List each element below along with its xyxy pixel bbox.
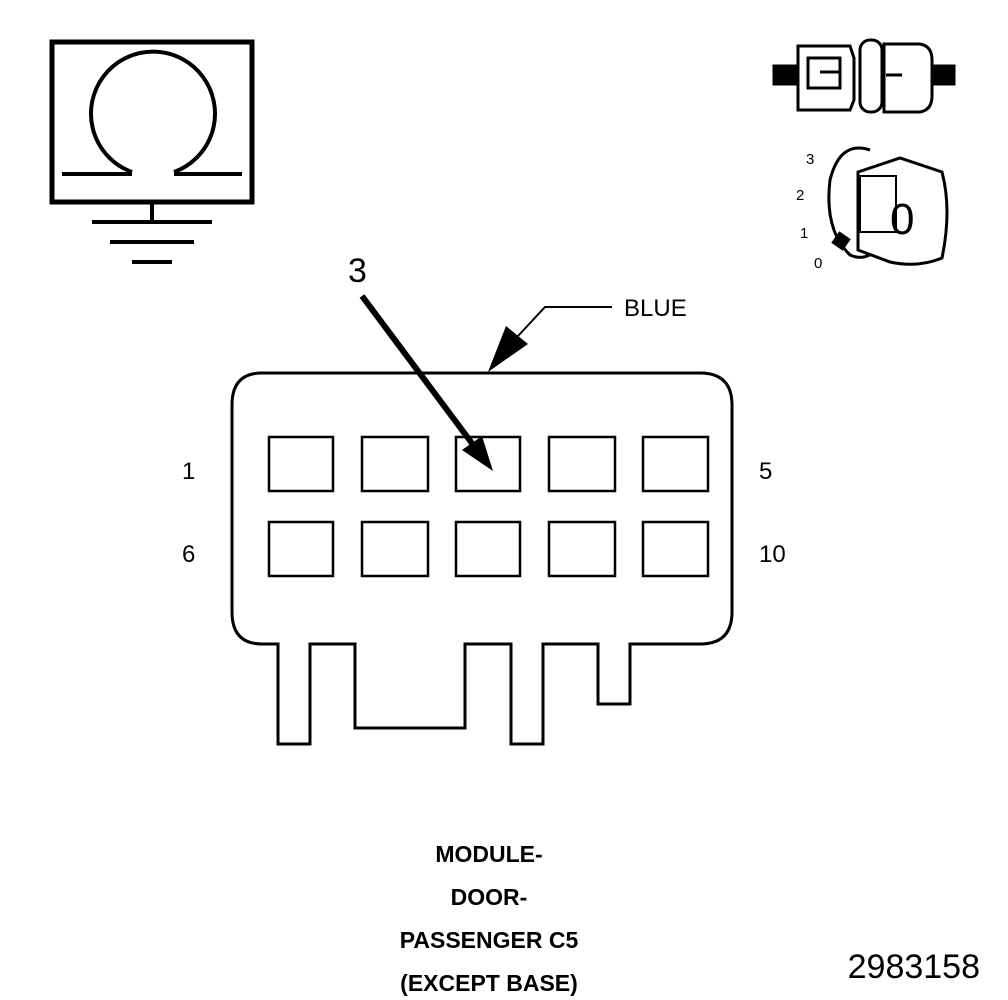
cavity-9 — [547, 520, 617, 578]
caption-line-3: PASSENGER C5 — [400, 927, 579, 953]
pin-label-1: 1 — [182, 458, 195, 485]
caption-line-2: DOOR- — [451, 884, 528, 910]
cavity-10 — [641, 520, 710, 578]
connector-color-label: BLUE — [624, 295, 687, 322]
pin-label-6: 6 — [182, 541, 195, 568]
cavity-5 — [641, 435, 710, 493]
color-leader-arrow — [488, 306, 612, 372]
connector-caption: MODULE- DOOR- PASSENGER C5 (EXCEPT BASE) — [400, 841, 579, 996]
ohmmeter-ground-icon — [49, 39, 255, 264]
cavity-7 — [360, 520, 430, 578]
key-selected-position: 0 — [890, 195, 914, 244]
pin-label-5: 5 — [759, 458, 772, 485]
cavity-4 — [547, 435, 617, 493]
cavity-2 — [360, 435, 430, 493]
cavity-6 — [267, 520, 335, 578]
pin-label-10: 10 — [759, 541, 786, 568]
key-position-2: 2 — [796, 187, 804, 204]
callout-number: 3 — [348, 252, 367, 290]
key-position-3: 3 — [806, 151, 814, 168]
figure-number: 2983158 — [848, 948, 980, 986]
key-position-1: 1 — [800, 225, 808, 242]
caption-line-4: (EXCEPT BASE) — [400, 970, 578, 996]
key-position-0: 0 — [814, 255, 822, 272]
cavity-row-bottom — [267, 520, 710, 578]
ignition-key-off-icon: 3 2 1 0 0 — [796, 146, 949, 272]
cavity-row-top — [267, 435, 710, 493]
cavity-1 — [267, 435, 335, 493]
caption-line-1: MODULE- — [435, 841, 542, 867]
disconnected-connector-icon — [772, 38, 956, 114]
cavity-8 — [454, 520, 522, 578]
callout-arrow — [359, 294, 493, 471]
